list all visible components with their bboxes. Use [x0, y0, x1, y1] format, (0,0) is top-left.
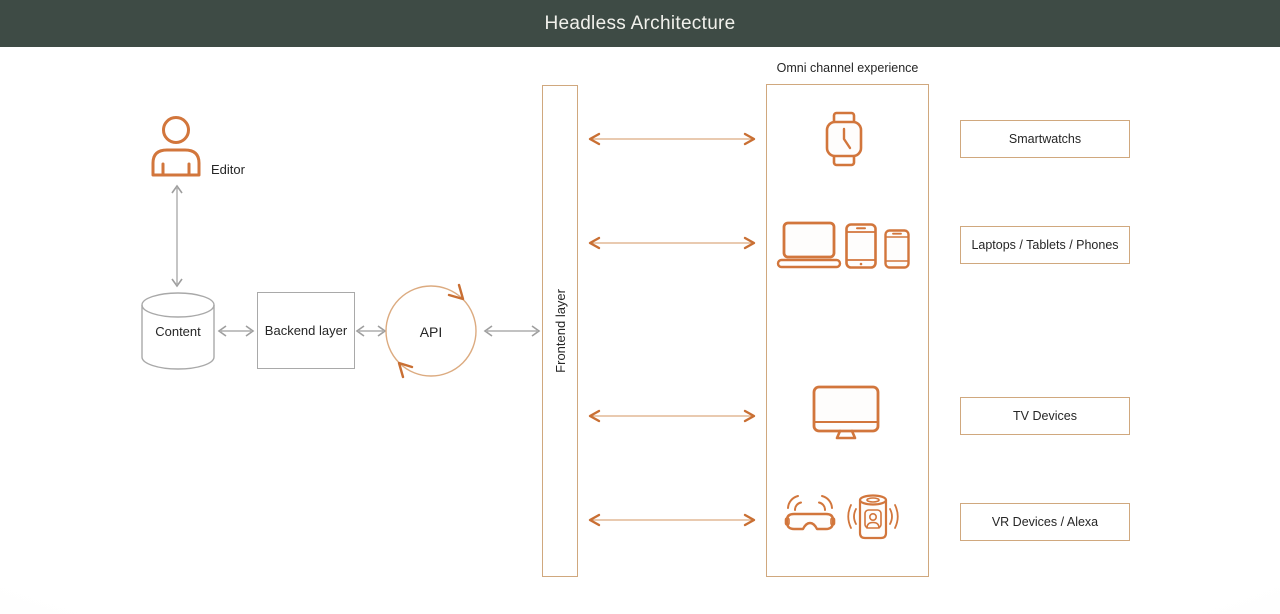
omni-channel-box — [766, 84, 929, 577]
page-title: Headless Architecture — [544, 12, 736, 34]
editor-label: Editor — [211, 162, 245, 177]
content-backend-arrow — [217, 325, 255, 337]
tv-monitor-icon — [812, 385, 880, 440]
frontend-vr-arrow — [588, 513, 756, 527]
frontend-layer-label: Frontend layer — [552, 289, 568, 373]
person-icon — [151, 116, 201, 177]
channel-box-smartwatchs: Smartwatchs — [960, 120, 1130, 158]
api-label: API — [419, 324, 443, 340]
channel-label: Smartwatchs — [1008, 132, 1082, 146]
backend-layer-box: Backend layer — [257, 292, 355, 369]
database-cylinder — [141, 292, 215, 370]
phone-icon — [884, 229, 910, 269]
channel-label: TV Devices — [1013, 409, 1077, 423]
smart-speaker-icon — [847, 494, 899, 540]
tablet-icon — [845, 223, 877, 269]
backend-api-arrow — [355, 325, 387, 337]
channel-box-vr-devices-alexa: VR Devices / Alexa — [960, 503, 1130, 541]
frontend-devices-arrow — [588, 236, 756, 250]
laptop-icon — [776, 221, 842, 269]
editor-content-arrow — [171, 184, 183, 288]
frontend-tv-arrow — [588, 409, 756, 423]
api-frontend-arrow — [483, 325, 541, 337]
frontend-smartwatch-arrow — [588, 132, 756, 146]
channel-label: Laptops / Tablets / Phones — [971, 238, 1119, 252]
channel-box-tv-devices: TV Devices — [960, 397, 1130, 435]
cycle-arrows-circle — [385, 283, 477, 379]
smartwatch-icon — [825, 111, 863, 167]
content-label: Content — [155, 324, 201, 339]
backend-layer-label: Backend layer — [264, 323, 348, 338]
omni-channel-title: Omni channel experience — [776, 61, 919, 75]
frontend-layer-box: Frontend layer — [542, 85, 578, 577]
header-bar: Headless Architecture — [0, 0, 1280, 47]
channel-label: VR Devices / Alexa — [991, 515, 1099, 529]
vr-goggles-icon — [784, 495, 836, 531]
channel-box-laptops-tablets-phones: Laptops / Tablets / Phones — [960, 226, 1130, 264]
